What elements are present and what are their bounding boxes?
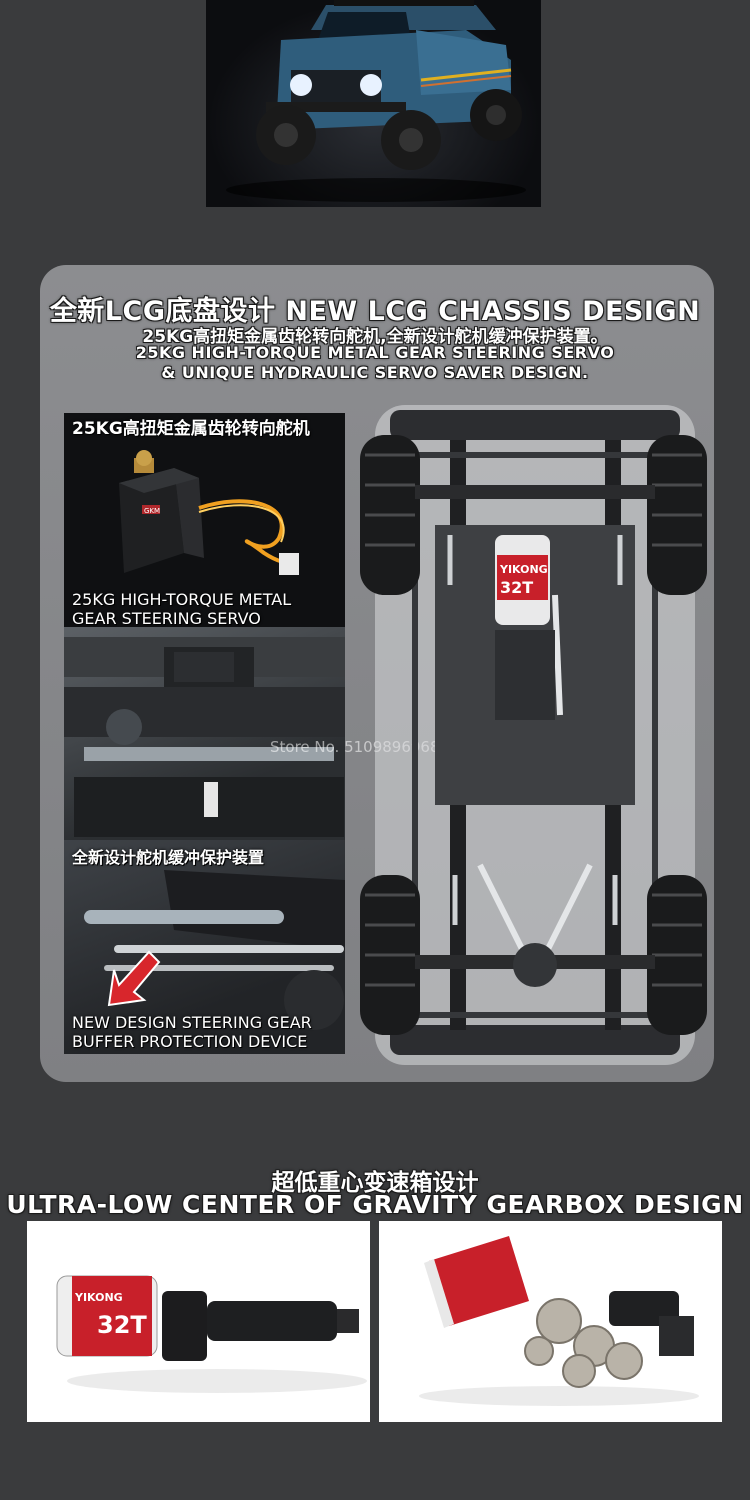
- gearbox-motor-turns: 32T: [97, 1311, 147, 1339]
- truck-illustration: [226, 0, 526, 202]
- hero-truck-photo: [206, 0, 541, 207]
- servo-saver-photo: [64, 840, 345, 1054]
- saver-title: 全新设计舵机缓冲保护装置: [72, 848, 265, 867]
- servo-title: 25KG高扭矩金属齿轮转向舵机: [72, 419, 310, 439]
- gearbox-title-cn: 超低重心变速箱设计: [271, 1170, 479, 1196]
- servo-caption-line1: 25KG HIGH-TORQUE METAL: [72, 590, 292, 609]
- gearbox-side-illustration: YIKONG 32T: [56, 1275, 367, 1393]
- chassis-motor-turns: 32T: [500, 578, 533, 597]
- gearbox-side-photo: YIKONG 32T: [27, 1221, 370, 1422]
- chassis-title: 全新LCG底盘设计 NEW LCG CHASSIS DESIGN: [49, 296, 701, 327]
- chassis-subtitle-cn: 25KG高扭矩金属齿轮转向舵机,全新设计舵机缓冲保护装置。: [142, 327, 608, 347]
- servo-mount-photo: [64, 627, 345, 840]
- servo-caption-line2: GEAR STEERING SERVO: [72, 609, 261, 628]
- saver-caption-line1: NEW DESIGN STEERING GEAR: [72, 1013, 312, 1032]
- gearbox-exploded-photo: [379, 1221, 722, 1422]
- saver-caption-line2: BUFFER PROTECTION DEVICE: [72, 1032, 308, 1051]
- chassis-subtitle-en-2: & UNIQUE HYDRAULIC SERVO SAVER DESIGN.: [161, 363, 589, 382]
- gearbox-title-en: ULTRA-LOW CENTER OF GRAVITY GEARBOX DESI…: [6, 1190, 744, 1219]
- servo-photo: GKM: [64, 413, 345, 627]
- chassis-motor-brand: YIKONG: [499, 563, 548, 576]
- gearbox-motor-brand: YIKONG: [74, 1291, 123, 1304]
- servo-illustration: GKM: [119, 450, 299, 575]
- servo-saver-illustration: [84, 870, 345, 1030]
- servo-mount-illustration: [64, 637, 345, 837]
- gearbox-exploded-illustration: [419, 1236, 699, 1406]
- servo-brand-label: GKM: [144, 507, 160, 515]
- chassis-subtitle-en-1: 25KG HIGH-TORQUE METAL GEAR STEERING SER…: [135, 343, 615, 362]
- chassis-top-view: YIKONG 32T: [360, 405, 707, 1065]
